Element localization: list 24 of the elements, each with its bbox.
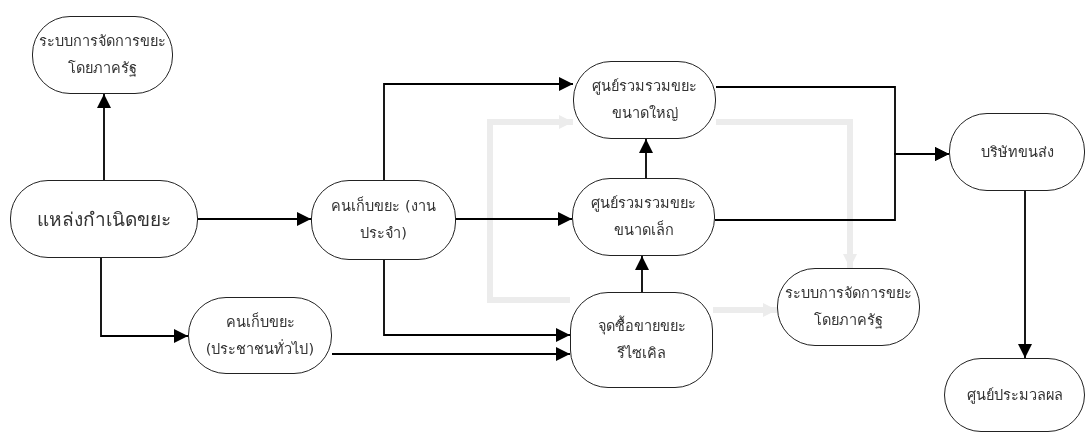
arrow	[635, 255, 649, 293]
process-box: คนเก็บขยะ (ประชาชนทั่วไป)	[188, 297, 332, 374]
process-box: ระบบการจัดการขยะโดยภาครัฐ	[777, 268, 920, 346]
arrow	[487, 115, 573, 303]
arrow	[197, 212, 312, 226]
arrow	[383, 259, 571, 342]
arrow	[713, 303, 777, 317]
arrow	[97, 93, 111, 181]
arrow	[639, 138, 653, 179]
process-box: จุดซื้อขายขยะรีไซเคิล	[570, 292, 713, 388]
arrow	[455, 212, 573, 226]
arrow	[100, 257, 189, 343]
process-box: ศูนย์รวมรวมขยะขนาดเล็ก	[572, 178, 715, 256]
arrow	[716, 119, 857, 268]
process-box: ศูนย์รวมรวมขยะขนาดใหญ่	[573, 61, 716, 139]
arrow	[383, 77, 574, 181]
process-box: ศูนย์ประมวลผล	[944, 358, 1085, 432]
arrow	[331, 347, 571, 361]
process-box: ระบบการจัดการขยะโดยภาครัฐ	[32, 16, 173, 94]
arrow	[714, 147, 950, 221]
arrow	[1018, 190, 1032, 359]
process-box: คนเก็บขยะ (งานประจำ)	[311, 180, 456, 260]
process-box: บริษัทขนส่ง	[949, 113, 1085, 191]
process-box: แหล่งกำเนิดขยะ	[10, 180, 198, 258]
